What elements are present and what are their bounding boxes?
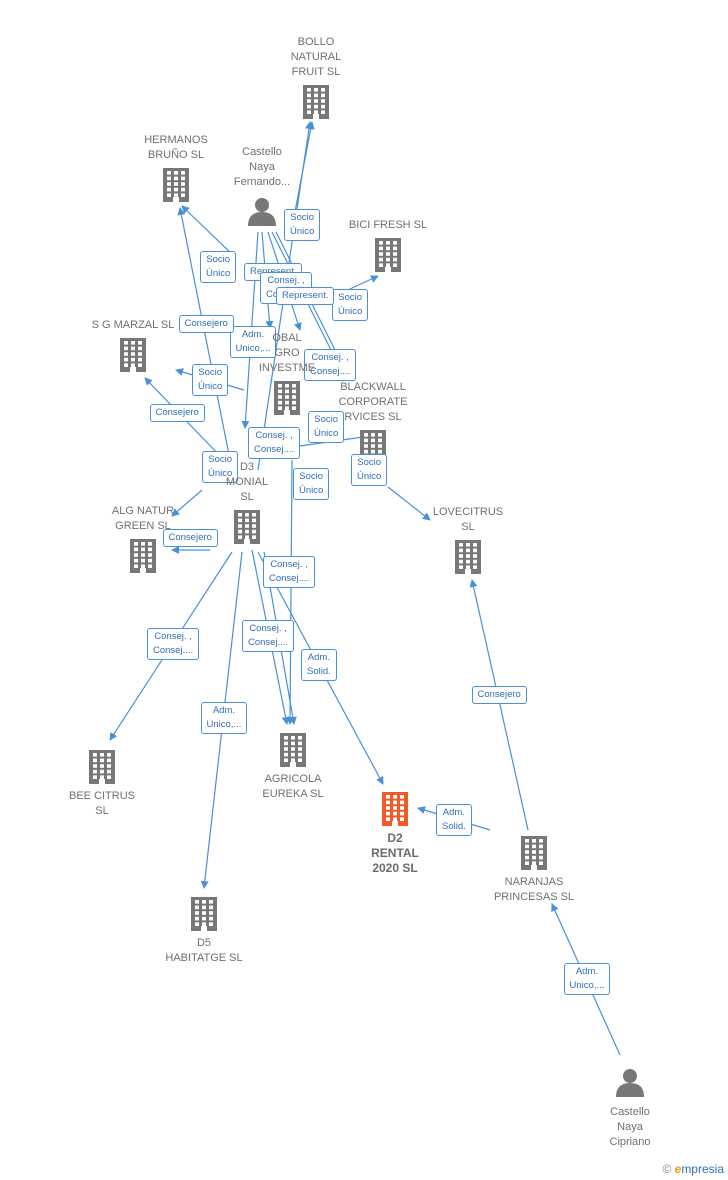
building-icon[interactable] (130, 539, 156, 573)
building-icon[interactable] (303, 85, 329, 119)
edge-label[interactable]: Adm. Unico,... (229, 326, 277, 358)
building-icon[interactable] (382, 792, 408, 826)
edge-label[interactable]: Consej. , Consej.... (248, 427, 301, 459)
brand-initial: e (674, 1162, 682, 1176)
edge-d3-to-agricola (286, 459, 295, 725)
person-icon[interactable] (248, 198, 276, 226)
edge-label[interactable]: Consej. , Consej.... (242, 620, 295, 652)
brand-footer: © empresia (662, 1162, 724, 1176)
edge-label[interactable]: Consej. , Consej.... (147, 628, 200, 660)
copyright-symbol: © (662, 1162, 672, 1176)
edge-naranjas-to-lovecitrus (469, 579, 529, 831)
edge-label[interactable]: Socio Único (284, 209, 321, 241)
edge-label[interactable]: Consejero (471, 686, 527, 704)
edge-d3-to-hermanos (177, 207, 233, 471)
node-label-sgmarzal[interactable]: S G MARZAL SL (91, 319, 175, 331)
edge-label[interactable]: Adm. Solid. (301, 649, 337, 681)
building-icon[interactable] (375, 238, 401, 272)
edge-label[interactable]: Socio Único (308, 411, 345, 443)
edge-label[interactable]: Socio Único (351, 454, 388, 486)
building-icon[interactable] (280, 733, 306, 767)
building-icon[interactable] (521, 836, 547, 870)
edge-label[interactable]: Consejero (149, 404, 205, 422)
edge-label[interactable]: Consejero (178, 315, 234, 333)
node-label-bici[interactable]: BICI FRESH SL (348, 219, 428, 231)
edge-label[interactable]: Represent. (276, 287, 335, 305)
person-icon[interactable] (616, 1069, 644, 1097)
building-icon[interactable] (163, 168, 189, 202)
edge-castello_f-to-hermanos (181, 205, 237, 259)
edge-label[interactable]: Socio Único (293, 468, 330, 500)
edge-label[interactable]: Socio Único (200, 251, 237, 283)
edge-d3-to-alg (171, 489, 203, 517)
edge-label[interactable]: Adm. Unico,... (563, 963, 611, 995)
building-icon[interactable] (191, 897, 217, 931)
building-icon[interactable] (234, 510, 260, 544)
edge-label[interactable]: Consej. , Consej.... (304, 349, 357, 381)
edge-label[interactable]: Socio Único (332, 289, 369, 321)
building-icon[interactable] (455, 540, 481, 574)
edge-label[interactable]: Consejero (162, 529, 218, 547)
edge-label[interactable]: Adm. Unico,... (200, 702, 248, 734)
building-icon[interactable] (89, 750, 115, 784)
edge-label[interactable]: Socio Único (202, 451, 239, 483)
edge-label[interactable]: Socio Único (192, 364, 229, 396)
building-icon[interactable] (274, 381, 300, 415)
edge-label[interactable]: Consej. , Consej.... (263, 556, 316, 588)
edge-label[interactable]: Adm. Solid. (436, 804, 472, 836)
edge-d3-to-lovecitrus (387, 486, 431, 521)
building-icon[interactable] (120, 338, 146, 372)
brand-name: mpresia (681, 1162, 724, 1176)
